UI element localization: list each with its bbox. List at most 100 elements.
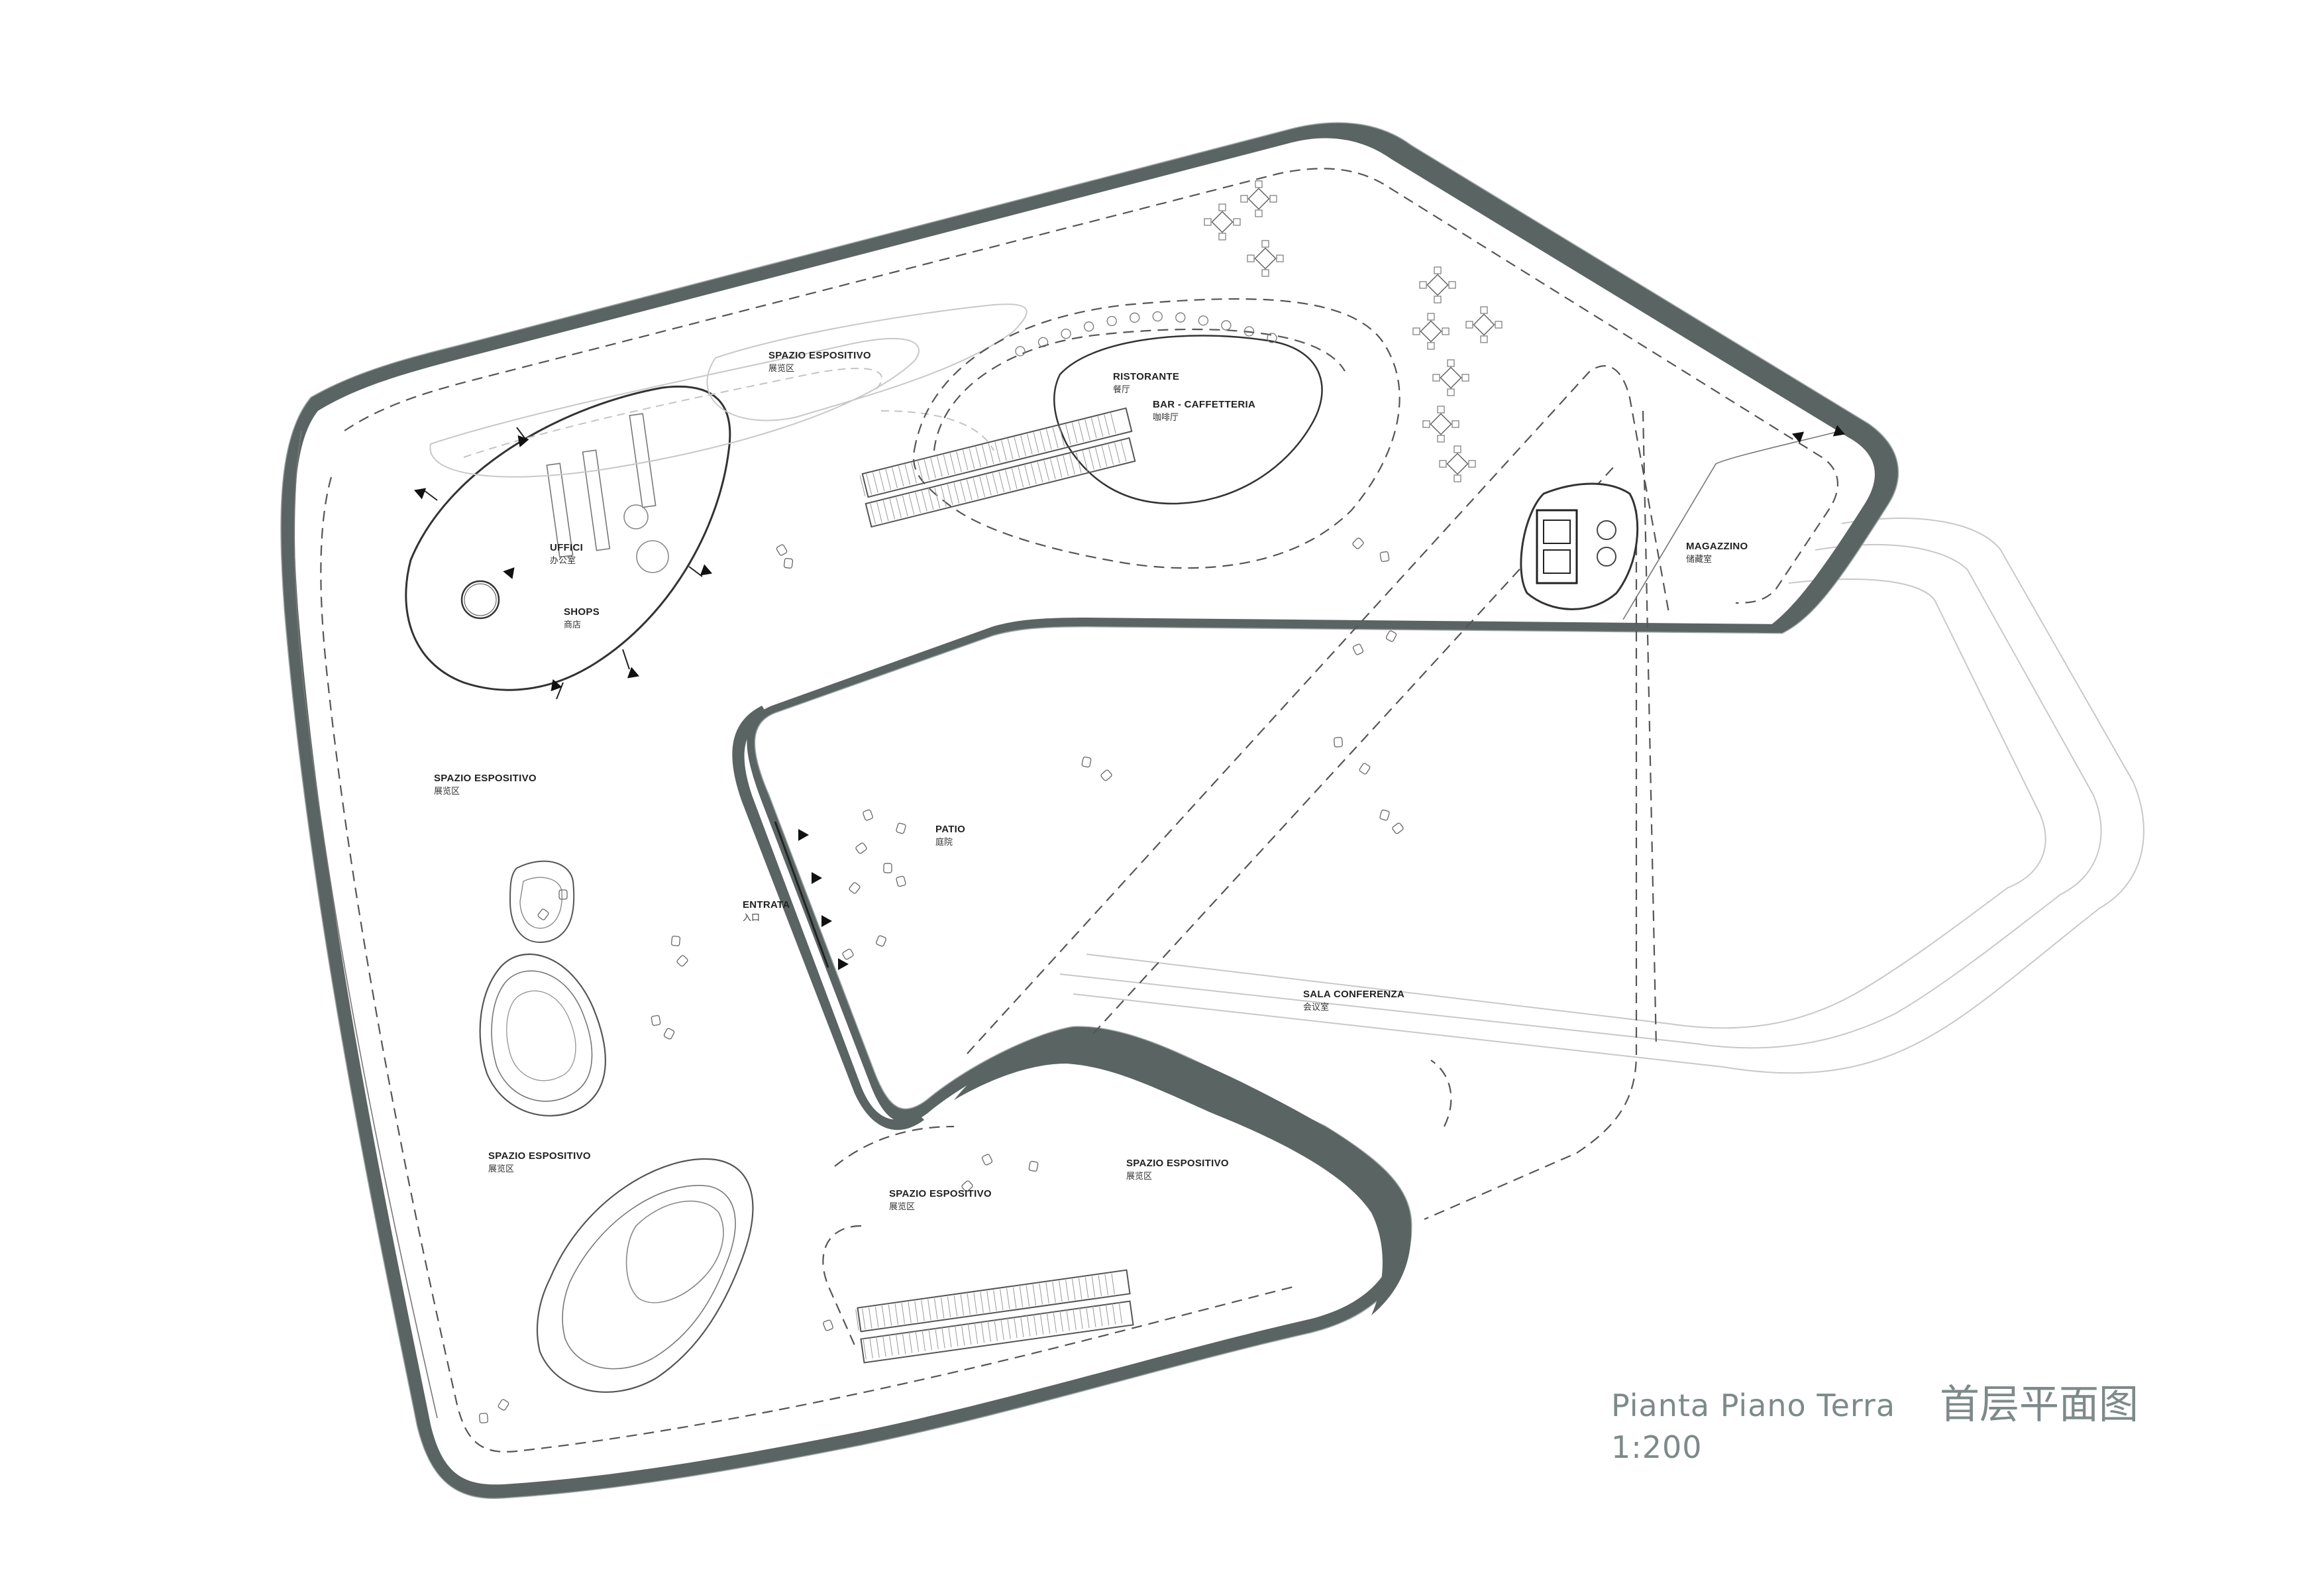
escalator-step: [921, 490, 927, 512]
escalator-step: [1018, 467, 1024, 488]
escalator-step: [994, 1319, 998, 1341]
room-label-ristorante: RISTORANTE 餐厅: [1113, 371, 1179, 395]
escalator-step: [1050, 459, 1056, 480]
cafe-chair: [1461, 374, 1469, 382]
escalator-step: [892, 467, 898, 488]
escalator-step: [998, 471, 1005, 492]
escalator-step: [1071, 1278, 1076, 1300]
cafe-table: [1254, 247, 1277, 270]
escalator-step: [930, 457, 937, 479]
cafe-chair: [1218, 233, 1226, 241]
cafe-chair: [1453, 474, 1461, 482]
cafe-chair: [1247, 254, 1255, 262]
escalator-step: [1084, 419, 1090, 441]
escalator-step: [1011, 468, 1018, 489]
escalator-step: [935, 1328, 939, 1350]
escalator-step: [967, 1293, 971, 1315]
escalator-step: [940, 1297, 945, 1319]
cafe-chair: [1261, 240, 1269, 248]
bar-stool: [1061, 329, 1071, 339]
lounge-chair: [663, 1028, 675, 1040]
escalator-step: [1090, 417, 1097, 439]
lounge-chair: [876, 935, 886, 947]
escalator-step: [1059, 425, 1065, 447]
magazzino-partition: [1622, 430, 1842, 620]
lounge-chair: [863, 809, 873, 821]
room-label-uffici: UFFICI 办公室: [550, 542, 583, 566]
escalator-step: [1086, 1307, 1090, 1329]
escalator-step: [1104, 414, 1110, 435]
bar-stool: [1083, 321, 1094, 332]
escalator-step: [895, 1333, 900, 1355]
drawing-title-italian: Pianta Piano Terra: [1611, 1388, 1895, 1423]
room-label-sala-conferenza: SALA CONFERENZA 会议室: [1303, 989, 1404, 1013]
cafe-chair: [1495, 321, 1503, 329]
door-arrow: [503, 567, 515, 579]
escalator-step: [1014, 1317, 1018, 1339]
escalator-step: [881, 1305, 886, 1327]
escalator-step: [1120, 441, 1127, 462]
bar-stool: [1037, 337, 1049, 347]
bar-stool: [1106, 315, 1117, 327]
door-arrow: [812, 872, 822, 884]
escalator-step: [1059, 1310, 1063, 1332]
escalator-step: [862, 1308, 866, 1330]
escalator-step: [1112, 1303, 1116, 1325]
cafe-chair: [1448, 281, 1456, 289]
svg-text:会议室: 会议室: [1303, 1002, 1329, 1013]
escalator-step: [872, 472, 878, 493]
escalator-step: [888, 1304, 892, 1326]
lounge-chair: [1100, 769, 1112, 781]
escalator-step: [876, 502, 882, 523]
escalator-step: [988, 443, 994, 465]
cafe-table: [1440, 366, 1462, 389]
cafe-table-set: [1204, 203, 1241, 241]
south-escalator: [855, 1269, 1134, 1364]
escalator-step: [1046, 1312, 1051, 1334]
escalator-step: [911, 463, 917, 484]
lounge-chair: [1352, 537, 1364, 549]
lounge-chair: [883, 863, 892, 873]
escalator-step: [962, 449, 969, 471]
svg-text:咖啡厅: 咖啡厅: [1153, 413, 1179, 423]
cafe-table-set: [1412, 313, 1450, 350]
svg-text:餐厅: 餐厅: [1113, 384, 1130, 395]
lounge-chair: [1385, 630, 1397, 642]
furniture-layer: [479, 180, 1503, 1423]
escalator-step: [924, 459, 930, 480]
lounge-chair: [1081, 756, 1092, 768]
escalator-step: [1007, 1318, 1011, 1339]
escalator-step: [917, 461, 924, 482]
cafe-chair: [1480, 306, 1488, 314]
cafe-chair: [1255, 180, 1263, 188]
shops-offices-volume: [405, 385, 731, 700]
escalator-step: [1059, 1280, 1063, 1302]
escalator-step: [889, 1335, 893, 1356]
lounge-chair: [1392, 822, 1404, 834]
escalator-step: [1005, 470, 1011, 491]
room-label-entrata: ENTRATA 入口: [743, 899, 790, 923]
escalator-step: [1092, 1305, 1096, 1327]
cafe-chair: [1276, 254, 1284, 262]
svg-text:庭院: 庭院: [935, 837, 953, 848]
escalator-step: [934, 1298, 938, 1319]
cafe-table: [1446, 453, 1469, 475]
cafe-chair: [1452, 420, 1459, 428]
escalator-step: [1098, 1275, 1102, 1297]
escalator-step: [987, 1321, 992, 1343]
escalator-step: [981, 445, 988, 466]
cafe-table-set: [1432, 359, 1469, 396]
escalator-step: [1098, 1305, 1103, 1327]
escalator-step: [927, 1299, 931, 1321]
cafe-table-set: [1439, 445, 1476, 482]
cafe-table: [1473, 313, 1495, 336]
escalator-step: [1105, 1304, 1110, 1326]
escalator-step: [1030, 463, 1037, 484]
svg-text:展览区: 展览区: [488, 1164, 514, 1174]
lounge-chair: [558, 889, 568, 900]
escalator-step: [889, 498, 896, 520]
door-arrow: [821, 915, 832, 927]
escalator-step: [1114, 442, 1120, 464]
escalator-step: [901, 1303, 905, 1324]
escalator-step: [994, 441, 1001, 463]
